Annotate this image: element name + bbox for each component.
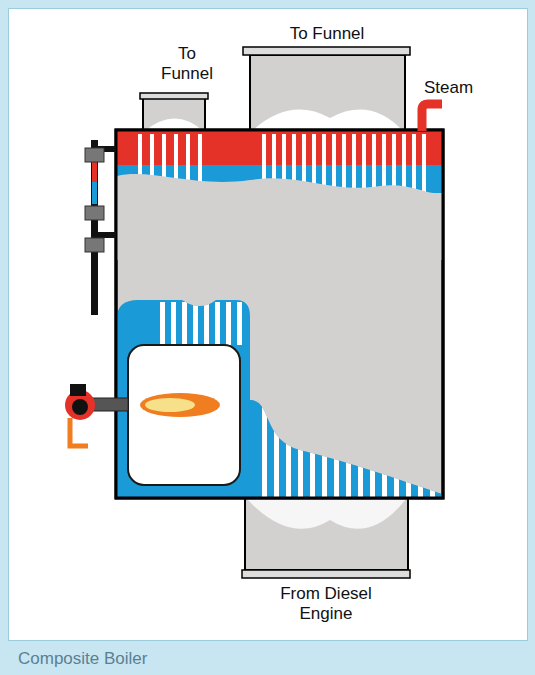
tube (372, 134, 376, 195)
flange (140, 93, 208, 99)
tube (310, 400, 315, 497)
burner-motor (70, 384, 86, 396)
tube (342, 134, 346, 195)
tube (226, 302, 231, 345)
burner-fan (72, 399, 88, 415)
gauge-glass (92, 160, 97, 182)
tube (204, 302, 209, 345)
flow-label: To Funnel (152, 44, 222, 84)
burner-flue (143, 98, 205, 131)
steam-pipe (422, 104, 442, 131)
figure-caption: Composite Boiler (18, 649, 147, 669)
combustion-chamber (128, 345, 240, 485)
tube (298, 400, 303, 497)
gas-flow (247, 499, 406, 529)
tube (171, 302, 176, 345)
gauge-glass (92, 182, 97, 204)
tube (422, 134, 426, 195)
tube (237, 302, 242, 345)
tube (182, 302, 187, 345)
gas-flow (252, 110, 403, 131)
flow-label: From Diesel Engine (256, 584, 396, 624)
gauge-pipe (91, 140, 98, 315)
tube (274, 400, 279, 497)
exhaust-inlet (245, 497, 408, 570)
gauge-cock (85, 238, 104, 252)
gauge-cock (85, 148, 104, 162)
flame (145, 398, 195, 412)
tube (394, 400, 399, 497)
tube (402, 134, 406, 195)
flow-label: Steam (424, 78, 494, 98)
flange (243, 47, 410, 55)
tube (193, 302, 198, 345)
tube (430, 400, 435, 497)
tube (362, 134, 366, 195)
flame (140, 393, 220, 417)
tube (382, 400, 387, 497)
boiler-shell (116, 130, 443, 498)
tube (418, 400, 423, 497)
tube (286, 400, 291, 497)
furnace-jacket (117, 300, 250, 497)
exhaust-tube-bank (250, 400, 442, 497)
tube (370, 400, 375, 497)
flow-label: To Funnel (267, 24, 387, 44)
gauge-connection (98, 232, 116, 238)
tube (412, 134, 416, 195)
fuel-line (70, 418, 88, 446)
tube (262, 400, 267, 497)
burner-nozzle (90, 398, 128, 411)
water-space (117, 174, 442, 260)
exhaust-outlet (250, 55, 405, 131)
gauge-cock (85, 206, 104, 220)
tube (322, 400, 327, 497)
tube (160, 302, 165, 345)
tube (352, 134, 356, 195)
tube (334, 400, 339, 497)
flange (242, 570, 410, 578)
tube (406, 400, 411, 497)
tube (346, 400, 351, 497)
boiler-shell (116, 130, 443, 498)
tube (215, 302, 220, 345)
tube (358, 400, 363, 497)
tube (332, 134, 336, 195)
